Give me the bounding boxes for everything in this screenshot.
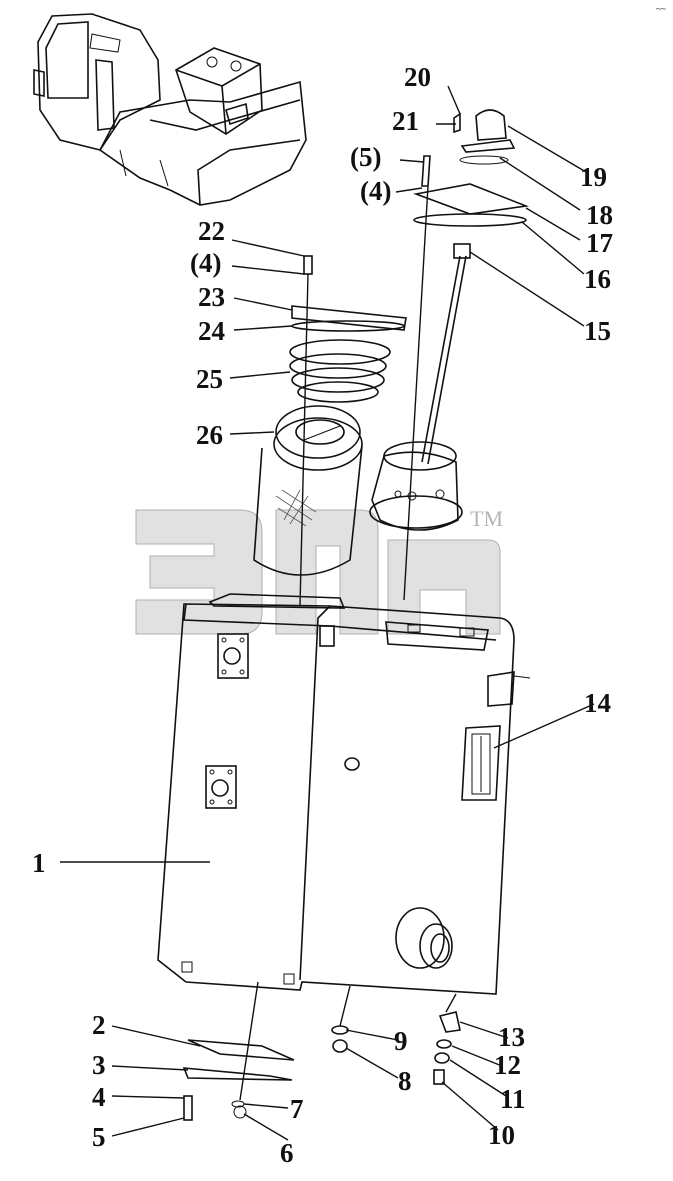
callout-5: 5 (92, 1122, 106, 1152)
level-gauge (461, 725, 501, 801)
callout-25: 25 (196, 364, 223, 394)
strainer-rod (421, 255, 461, 463)
port-flange-upper (217, 633, 249, 679)
callout-13: 13 (498, 1022, 525, 1052)
callout-21: 21 (392, 106, 419, 136)
callout-17: 17 (586, 228, 613, 258)
callout-15: 15 (584, 316, 611, 346)
port-flange-lower (205, 765, 237, 809)
excavator-reference-sketch (33, 13, 307, 206)
callout-14: 14 (584, 688, 611, 718)
callout-26: 26 (196, 420, 223, 450)
corner-mark: ~~ (656, 4, 666, 14)
callout-24: 24 (198, 316, 225, 346)
callout-5-ref: (5) (350, 142, 381, 172)
bracket-bolt-parts (433, 993, 461, 1085)
hydraulic-tank-assembly (157, 593, 531, 995)
callout-12: 12 (494, 1050, 521, 1080)
callout-4-ref-lower: (4) (360, 176, 391, 206)
callout-7: 7 (290, 1094, 304, 1124)
callout-9: 9 (394, 1026, 408, 1056)
suction-port (395, 907, 453, 969)
callout-2: 2 (92, 1010, 106, 1040)
drain-plug-parts (331, 985, 351, 1053)
callout-6: 6 (280, 1138, 294, 1168)
callout-4: 4 (92, 1082, 106, 1112)
cover-bolt (303, 255, 313, 275)
filter-cover (291, 305, 407, 331)
drain-plate-parts (182, 981, 295, 1121)
seal-ring (291, 320, 405, 332)
callout-8: 8 (398, 1066, 412, 1096)
rod-spacer (453, 243, 471, 259)
breather (460, 109, 516, 153)
callout-1: 1 (32, 848, 46, 878)
callout-23: 23 (198, 282, 225, 312)
callout-22: 22 (198, 216, 225, 246)
spring (289, 339, 391, 403)
trademark-symbol: TM (470, 506, 503, 531)
callout-3: 3 (92, 1050, 106, 1080)
gasket (413, 213, 527, 227)
callout-19: 19 (580, 162, 607, 192)
suction-strainer (369, 441, 463, 531)
callout-10: 10 (488, 1120, 515, 1150)
leader-lines (60, 85, 595, 1141)
callout-11: 11 (500, 1084, 526, 1114)
callout-18: 18 (586, 200, 613, 230)
callout-20: 20 (404, 62, 431, 92)
callout-4-ref-upper: (4) (190, 248, 221, 278)
callout-labels: 1 2 3 4 5 6 7 8 9 10 11 12 13 14 15 16 1… (32, 62, 613, 1168)
tank-cover-plate (412, 183, 530, 215)
callout-16: 16 (584, 264, 611, 294)
